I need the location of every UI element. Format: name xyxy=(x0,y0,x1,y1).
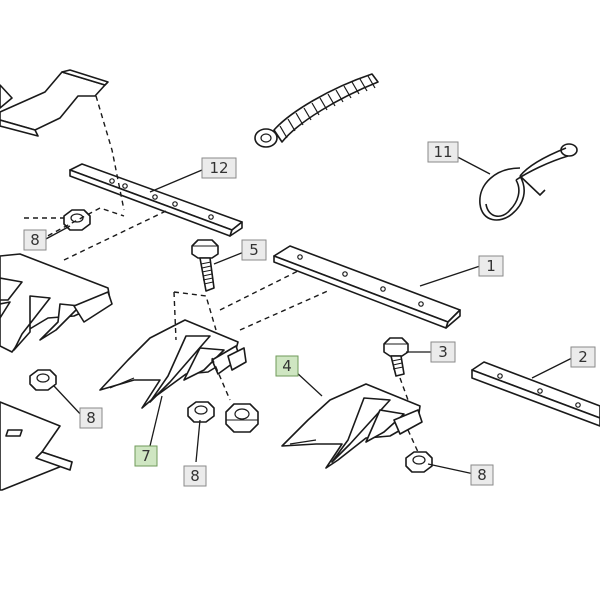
callout-7[interactable]: 7 xyxy=(134,445,158,467)
guard-left-partial xyxy=(0,253,113,353)
callout-5[interactable]: 5 xyxy=(241,239,267,261)
knife-guard-7 xyxy=(99,319,247,409)
callout-3[interactable]: 3 xyxy=(430,341,456,363)
bar-2 xyxy=(471,361,600,427)
callout-1-box xyxy=(478,255,504,277)
callout-2-box xyxy=(570,346,596,368)
callout-4[interactable]: 4 xyxy=(275,355,299,377)
callout-3-label: 3 xyxy=(438,343,448,361)
callout-2[interactable]: 2 xyxy=(570,346,596,368)
callout-8-right[interactable]: 8 xyxy=(470,464,494,486)
callout-12-box xyxy=(201,157,237,179)
lock-nut xyxy=(225,403,259,433)
callout-12[interactable]: 12 xyxy=(201,157,237,179)
callout-8-left-box xyxy=(79,407,103,429)
callout-7-label: 7 xyxy=(141,447,151,465)
plate-bottom-left xyxy=(0,401,73,491)
callout-8-center-box xyxy=(183,465,207,487)
callout-11[interactable]: 11 xyxy=(427,141,459,163)
r-clip xyxy=(479,143,578,221)
callout-8-left[interactable]: 8 xyxy=(79,407,103,429)
callout-8-top-left-label: 8 xyxy=(30,231,40,249)
bent-plate-top-left xyxy=(0,69,109,137)
callout-11-box xyxy=(427,141,459,163)
callout-1[interactable]: 1 xyxy=(478,255,504,277)
callout-8-top-left-box xyxy=(23,229,47,251)
callout-8-right-label: 8 xyxy=(477,466,487,484)
callout-7-box xyxy=(134,445,158,467)
callout-1-label: 1 xyxy=(486,257,496,275)
callout-5-label: 5 xyxy=(249,241,259,259)
callout-2-label: 2 xyxy=(578,348,588,366)
callout-11-label: 11 xyxy=(433,143,452,161)
hex-nut-8-d xyxy=(405,451,433,473)
callout-8-center-label: 8 xyxy=(190,467,200,485)
hex-nut-8-b xyxy=(29,369,57,391)
hex-nut-8-c xyxy=(187,401,215,423)
callout-5-box xyxy=(241,239,267,261)
callout-4-box xyxy=(275,355,299,377)
callout-8-center[interactable]: 8 xyxy=(183,465,207,487)
callout-8-top-left[interactable]: 8 xyxy=(23,229,47,251)
callout-4-label: 4 xyxy=(282,357,292,375)
bolt-3 xyxy=(383,337,409,377)
callout-8-left-label: 8 xyxy=(86,409,96,427)
wear-bar-12 xyxy=(69,163,243,237)
callout-8-right-box xyxy=(470,464,494,486)
callout-12-label: 12 xyxy=(209,159,228,177)
assembly-lines xyxy=(24,95,419,453)
bolt-5 xyxy=(191,239,219,292)
tension-spring xyxy=(254,73,379,148)
callout-3-box xyxy=(430,341,456,363)
bar-1 xyxy=(273,245,461,329)
knife-guard-4 xyxy=(281,383,423,469)
